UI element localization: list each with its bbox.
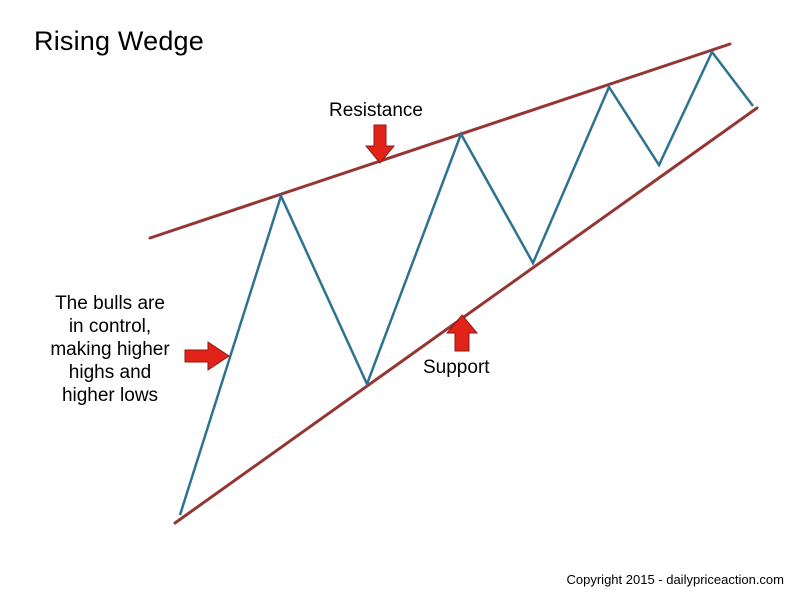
support-label: Support <box>423 357 490 378</box>
bulls-note-line: The bulls are <box>55 293 165 314</box>
resistance-label: Resistance <box>329 100 423 121</box>
bulls-note-line: making higher <box>50 339 170 360</box>
bulls-arrow-right-icon <box>184 341 230 371</box>
price-zigzag-line <box>178 49 754 516</box>
bulls-note-line: higher lows <box>61 385 159 406</box>
bulls-note: The bulls are in control, making higher … <box>30 292 190 407</box>
resistance-arrow-down-icon <box>364 124 396 164</box>
resistance-trendline <box>148 42 732 240</box>
bulls-note-line: in control, <box>68 316 152 337</box>
support-trendline <box>173 106 759 525</box>
bulls-note-line: highs and <box>68 362 152 383</box>
page-title: Rising Wedge <box>34 26 204 56</box>
support-arrow-up-icon <box>445 314 479 352</box>
copyright-text: Copyright 2015 - dailypriceaction.com <box>566 572 785 587</box>
